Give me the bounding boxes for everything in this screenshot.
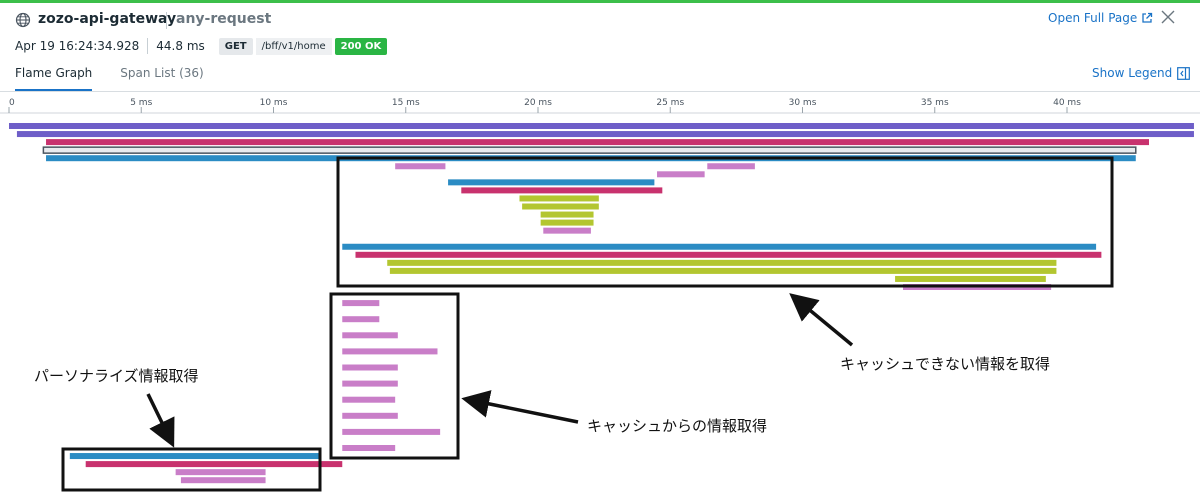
axis-tick-label: 0 [9, 98, 15, 108]
span-bar[interactable] [342, 316, 380, 323]
span-bar[interactable] [342, 380, 398, 387]
span-bar[interactable] [342, 428, 441, 435]
span-bar[interactable] [448, 179, 655, 186]
top-accent-bar [0, 0, 1200, 3]
tabs-divider [0, 91, 1200, 92]
span-bar[interactable] [389, 267, 1057, 274]
open-full-page-link[interactable]: Open Full Page [1048, 11, 1153, 25]
span-bar[interactable] [46, 139, 1149, 146]
span-bar[interactable] [395, 163, 446, 170]
flame-graph[interactable]: 0 5 ms 10 ms 15 ms 20 ms 25 ms 30 ms 35 ms 40 ms… [0, 92, 1200, 494]
span-bar[interactable] [342, 364, 398, 371]
span-bar[interactable] [522, 203, 599, 210]
span-bar[interactable] [519, 195, 599, 202]
span-bar[interactable] [85, 461, 343, 468]
span-bar[interactable] [9, 123, 1194, 129]
tab-span-list[interactable]: Span List (36) [120, 66, 204, 80]
tab-flame-graph[interactable]: Flame Graph [15, 66, 93, 92]
axis-tick-label: 25 ms [656, 98, 684, 108]
header-divider [166, 12, 167, 29]
span-bar[interactable] [355, 251, 1102, 258]
span-bar[interactable] [387, 259, 1057, 266]
non-cacheable-highlight-box [336, 156, 1114, 288]
trace-header: zozo-api-gateway any-request Open Full P… [0, 3, 1200, 63]
axis-tick-label: 10 ms [260, 98, 288, 108]
span-bar[interactable] [180, 477, 266, 484]
span-bar[interactable] [16, 131, 1194, 138]
axis-tick-label: 20 ms [524, 98, 552, 108]
cache-fetch-highlight-box [329, 292, 460, 460]
axis-tick-label: 5 ms [130, 98, 152, 108]
span-bar[interactable] [342, 445, 396, 451]
personalize-label: パーソナライズ情報取得 [34, 367, 199, 385]
non-cacheable-arrow [789, 293, 854, 347]
request-path: /bff/v1/home [255, 37, 332, 55]
open-full-page-label: Open Full Page [1048, 11, 1138, 25]
status-badge: 200 OK [334, 37, 388, 55]
span-bar[interactable] [342, 412, 398, 419]
view-tabs: Flame Graph Span List (36) [15, 66, 204, 92]
duration: 44.8 ms [156, 39, 205, 53]
span-bar[interactable] [540, 219, 594, 226]
cache-fetch-arrow [461, 390, 579, 424]
timestamp: Apr 19 16:24:34.928 [15, 39, 140, 53]
resource-name[interactable]: any-request [176, 11, 272, 27]
span-bar[interactable] [540, 211, 594, 218]
span-bar[interactable] [895, 275, 1046, 282]
request-summary: Apr 19 16:24:34.928 44.8 ms GET /bff/v1/… [15, 37, 388, 55]
axis-tick-label: 30 ms [789, 98, 817, 108]
span-bar[interactable] [461, 187, 663, 194]
show-legend-button[interactable]: Show Legend [1092, 66, 1191, 80]
span-bar[interactable] [342, 396, 396, 403]
span-bar[interactable] [657, 171, 705, 178]
personalize-highlight-box [61, 447, 322, 492]
annotations: キャッシュできない情報を取得 キャッシュからの情報取得 パーソナライズ情報取得 [34, 156, 1114, 492]
http-method-badge: GET [218, 37, 253, 55]
external-link-icon [1142, 12, 1153, 23]
axis-tick-label: 15 ms [392, 98, 420, 108]
cache-fetch-label: キャッシュからの情報取得 [587, 417, 767, 435]
span-bar[interactable] [69, 453, 322, 460]
span-bar[interactable] [342, 243, 1097, 250]
span-bar-selected[interactable] [42, 146, 1137, 154]
personalize-arrow [146, 393, 175, 448]
close-icon[interactable] [1160, 9, 1176, 25]
span-bar[interactable] [175, 469, 266, 476]
axis-tick-label: 40 ms [1053, 98, 1081, 108]
collapse-panel-icon [1177, 66, 1191, 80]
show-legend-label: Show Legend [1092, 66, 1173, 80]
span-bar[interactable] [342, 300, 380, 307]
service-name[interactable]: zozo-api-gateway [38, 11, 177, 27]
span-bar[interactable] [707, 163, 755, 170]
time-axis: 0 5 ms 10 ms 15 ms 20 ms 25 ms 30 ms 35 ms 40 ms [0, 98, 1200, 114]
span-bar[interactable] [543, 227, 591, 234]
summary-divider [147, 38, 149, 54]
span-bar[interactable] [342, 332, 398, 339]
span-bar[interactable] [342, 348, 438, 355]
non-cacheable-label: キャッシュできない情報を取得 [840, 355, 1050, 373]
axis-tick-label: 35 ms [921, 98, 949, 108]
globe-icon [15, 12, 31, 28]
